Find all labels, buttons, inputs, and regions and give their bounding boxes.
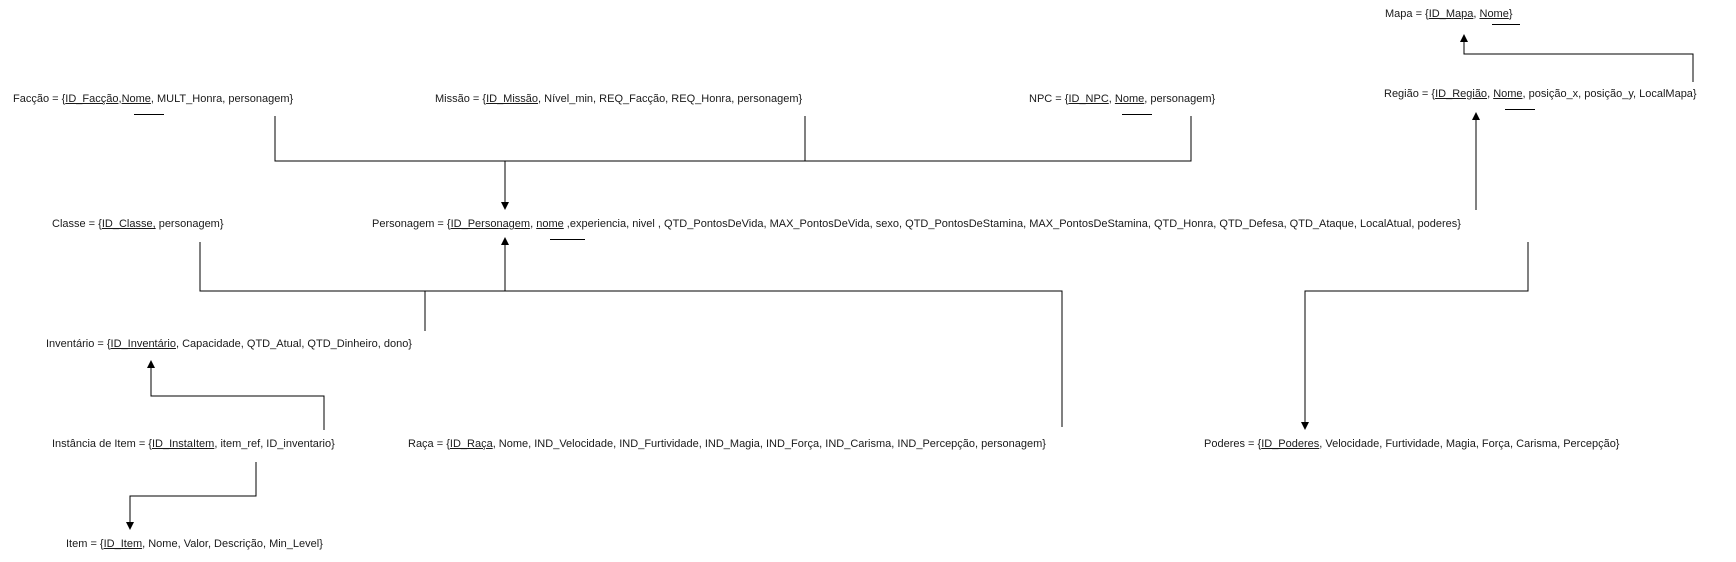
- relation-instancia-de-item: Instância de Item = {ID_InstaItem, item_…: [52, 438, 335, 451]
- attribute-text: Personagem = {: [372, 218, 451, 230]
- relation-inventario: Inventário = {ID_Inventário, Capacidade,…: [46, 338, 412, 351]
- attribute-text: Classe = {: [52, 218, 102, 230]
- attribute-text: , Velocidade, Furtividade, Magia, Força,…: [1319, 438, 1620, 450]
- attribute-text: Item = {: [66, 538, 104, 550]
- key-attribute: ID_Inventário: [110, 338, 176, 350]
- connector-instancia-item: [126, 462, 257, 530]
- relation-classe: Classe = {ID_Classe, personagem}: [52, 218, 224, 231]
- relation-missao: Missão = {ID_Missão, Nível_min, REQ_Facç…: [435, 93, 802, 106]
- attribute-text: Inventário = {: [46, 338, 111, 350]
- underline-personagem-nome: [550, 239, 585, 240]
- underline-regiao-nome: [1505, 109, 1535, 110]
- relation-personagem: Personagem = {ID_Personagem, nome ,exper…: [372, 218, 1461, 231]
- attribute-text: Região = {: [1384, 88, 1436, 100]
- key-attribute: Nome: [1479, 8, 1509, 20]
- attribute-text: , item_ref, ID_inventario}: [214, 438, 335, 450]
- attribute-text: , MULT_Honra, personagem}: [150, 93, 294, 105]
- key-attribute: ID_Mapa: [1428, 8, 1474, 20]
- connector-faccao: [274, 116, 1192, 162]
- attribute-text: ,: [1108, 93, 1115, 105]
- attribute-text: Instância de Item = {: [52, 438, 152, 450]
- relation-npc: NPC = {ID_NPC, Nome, personagem}: [1029, 93, 1215, 106]
- attribute-text: }: [1508, 8, 1513, 20]
- attribute-text: , personagem}: [1144, 93, 1216, 105]
- relation-item: Item = {ID_Item, Nome, Valor, Descrição,…: [66, 538, 323, 551]
- attribute-text: ,: [1487, 88, 1494, 100]
- attribute-text: , Nível_min, REQ_Facção, REQ_Honra, pers…: [538, 93, 803, 105]
- attribute-text: ,: [1473, 8, 1480, 20]
- attribute-text: Missão = {: [435, 93, 487, 105]
- key-attribute: ID_Facção: [65, 93, 119, 105]
- attribute-text: Poderes = {: [1204, 438, 1262, 450]
- connector-classe-raca: [199, 242, 1063, 427]
- key-attribute: Nome: [121, 93, 151, 105]
- attribute-text: Raça = {: [408, 438, 450, 450]
- underline-faccao-nome: [134, 114, 164, 115]
- key-attribute: ID_Item: [103, 538, 143, 550]
- attribute-text: , Nome, Valor, Descrição, Min_Level}: [142, 538, 323, 550]
- key-attribute: ID_InstaItem: [151, 438, 215, 450]
- attribute-text: personagem}: [155, 218, 224, 230]
- attribute-text: NPC = {: [1029, 93, 1069, 105]
- attribute-text: , Capacidade, QTD_Atual, QTD_Dinheiro, d…: [175, 338, 412, 350]
- key-attribute: ID_Raça: [449, 438, 493, 450]
- relation-faccao: Facção = {ID_Facção,Nome, MULT_Honra, pe…: [13, 93, 293, 106]
- key-attribute: Nome: [1493, 88, 1523, 100]
- underline-mapa-nome: [1492, 24, 1520, 25]
- attribute-text: ,: [118, 93, 122, 105]
- key-attribute: ID_NPC: [1068, 93, 1109, 105]
- connector-personagem-poderes: [1301, 242, 1529, 430]
- key-attribute: ID_Missão: [486, 93, 539, 105]
- key-attribute: Nome: [1114, 93, 1145, 105]
- attribute-text: Facção = {: [13, 93, 66, 105]
- attribute-text: ,experiencia, nivel , QTD_PontosDeVida, …: [563, 218, 1461, 230]
- connector-instancia-inventario: [147, 360, 325, 430]
- attribute-text: Mapa = {: [1385, 8, 1429, 20]
- key-attribute: ID_Personagem: [450, 218, 531, 230]
- relation-poderes: Poderes = {ID_Poderes, Velocidade, Furti…: [1204, 438, 1619, 451]
- connector-regiao-mapa: [1460, 34, 1694, 82]
- key-attribute: ID_Poderes: [1261, 438, 1320, 450]
- key-attribute: nome: [536, 218, 564, 230]
- relation-mapa: Mapa = {ID_Mapa, Nome}: [1385, 8, 1513, 21]
- relation-regiao: Região = {ID_Região, Nome, posição_x, po…: [1384, 88, 1697, 101]
- attribute-text: ,: [530, 218, 537, 230]
- relation-raca: Raça = {ID_Raça, Nome, IND_Velocidade, I…: [408, 438, 1046, 451]
- attribute-text: , Nome, IND_Velocidade, IND_Furtividade,…: [492, 438, 1046, 450]
- key-attribute: ID_Classe,: [101, 218, 156, 230]
- underline-npc-nome: [1122, 114, 1152, 115]
- attribute-text: , posição_x, posição_y, LocalMapa}: [1522, 88, 1697, 100]
- key-attribute: ID_Região: [1435, 88, 1488, 100]
